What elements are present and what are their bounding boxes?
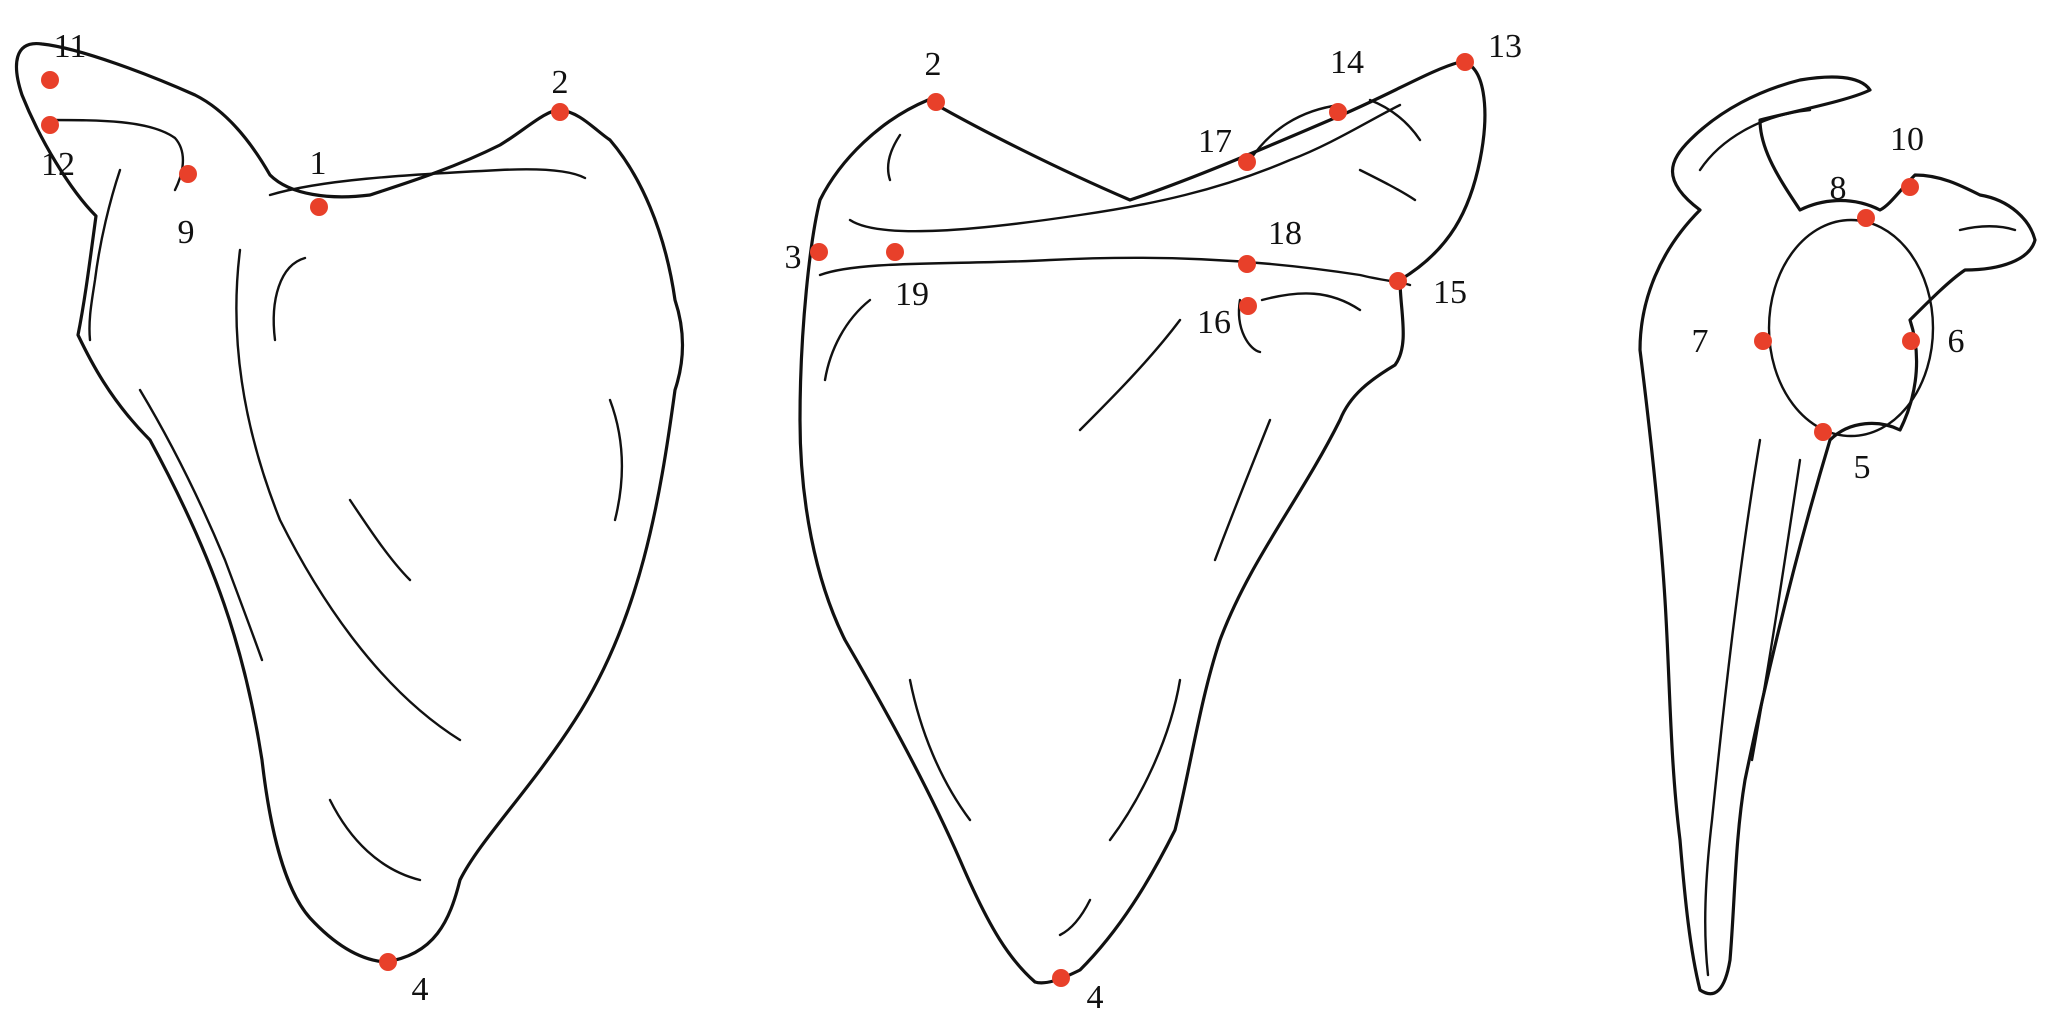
lateral-landmark-label-8: 8 <box>1830 170 1847 207</box>
anterior-fossa-line-1 <box>1078 318 1182 432</box>
posterior-landmark-dot-2 <box>551 103 569 121</box>
posterior-landmark-dot-1 <box>310 198 328 216</box>
anterior-upper-ridge <box>886 133 902 182</box>
lateral-acromion-inner <box>1698 108 1812 172</box>
landmark-points <box>41 53 1920 987</box>
anterior-fossa-line-3 <box>1108 678 1182 842</box>
anterior-landmark-label-17: 17 <box>1198 123 1232 160</box>
posterior-fossa-line-4 <box>328 798 422 882</box>
anterior-fossa-line-2 <box>1213 418 1272 562</box>
anterior-fossa-line-5 <box>1058 898 1092 937</box>
anterior-landmark-label-16: 16 <box>1197 304 1231 341</box>
posterior-view <box>15 42 685 964</box>
lateral-landmark-label-5: 5 <box>1854 449 1871 486</box>
anterior-landmark-dot-19 <box>886 243 904 261</box>
anterior-left-curve <box>823 298 872 382</box>
posterior-landmark-dot-4 <box>379 953 397 971</box>
anterior-landmark-dot-3 <box>810 243 828 261</box>
anterior-landmark-dot-16 <box>1239 297 1257 315</box>
lateral-view <box>1638 75 2037 996</box>
posterior-glenoid-curve <box>272 256 307 342</box>
posterior-landmark-dot-11 <box>41 71 59 89</box>
posterior-fossa-line-3 <box>608 398 624 522</box>
anterior-landmark-label-3: 3 <box>785 239 802 276</box>
lateral-blade-line-2 <box>1750 458 1802 762</box>
anterior-spine-lower <box>818 256 1412 287</box>
lateral-landmark-label-6: 6 <box>1948 323 1965 360</box>
posterior-spine-ridge <box>268 168 587 197</box>
posterior-fossa-line-1 <box>235 248 462 742</box>
anterior-glenoid-2 <box>1260 292 1362 312</box>
lateral-blade-line-1 <box>1704 438 1762 977</box>
posterior-landmark-label-9: 9 <box>178 214 195 251</box>
anterior-scapula-outline <box>798 60 1487 985</box>
anterior-landmark-dot-13 <box>1456 53 1474 71</box>
lateral-landmark-dot-8 <box>1857 209 1875 227</box>
posterior-scapula-outline <box>15 42 685 964</box>
anterior-coracoid-loop <box>1248 103 1342 162</box>
anterior-acromion-lines <box>1358 98 1422 202</box>
anterior-landmark-dot-15 <box>1389 272 1407 290</box>
anterior-landmark-label-19: 19 <box>895 276 929 313</box>
anterior-landmark-label-2: 2 <box>925 46 942 83</box>
posterior-landmark-dot-9 <box>179 165 197 183</box>
anterior-landmark-label-4: 4 <box>1087 979 1104 1016</box>
anterior-landmark-label-18: 18 <box>1268 215 1302 252</box>
lateral-landmark-dot-10 <box>1901 178 1919 196</box>
lateral-landmark-dot-6 <box>1902 332 1920 350</box>
anterior-glenoid <box>1237 298 1262 354</box>
anterior-view <box>798 60 1487 985</box>
lateral-glenoid-fossa <box>1767 218 1935 438</box>
anterior-landmark-dot-17 <box>1238 153 1256 171</box>
anterior-landmark-label-13: 13 <box>1488 28 1522 65</box>
anterior-spine-upper <box>848 103 1402 233</box>
posterior-landmark-label-2: 2 <box>552 64 569 101</box>
posterior-landmark-label-1: 1 <box>310 145 327 182</box>
posterior-lateral-border <box>138 388 264 662</box>
posterior-fossa-line-2 <box>348 498 412 582</box>
posterior-landmark-label-4: 4 <box>412 971 429 1008</box>
anterior-landmark-dot-4 <box>1052 969 1070 987</box>
anterior-landmark-dot-18 <box>1238 255 1256 273</box>
lateral-scapula-outline <box>1638 75 2037 996</box>
anterior-landmark-dot-14 <box>1329 103 1347 121</box>
anterior-landmark-label-14: 14 <box>1330 44 1364 81</box>
anterior-landmark-dot-2 <box>927 93 945 111</box>
lateral-coracoid-inner <box>1958 225 2017 232</box>
posterior-landmark-dot-12 <box>41 116 59 134</box>
anterior-fossa-line-4 <box>908 678 972 822</box>
posterior-landmark-label-12: 12 <box>41 146 75 183</box>
lateral-landmark-label-10: 10 <box>1890 121 1924 158</box>
anterior-landmark-label-15: 15 <box>1433 274 1467 311</box>
posterior-landmark-label-11: 11 <box>54 28 87 65</box>
posterior-spine-line <box>88 168 122 342</box>
lateral-landmark-label-7: 7 <box>1692 323 1709 360</box>
lateral-landmark-dot-7 <box>1754 332 1772 350</box>
lateral-landmark-dot-5 <box>1814 423 1832 441</box>
